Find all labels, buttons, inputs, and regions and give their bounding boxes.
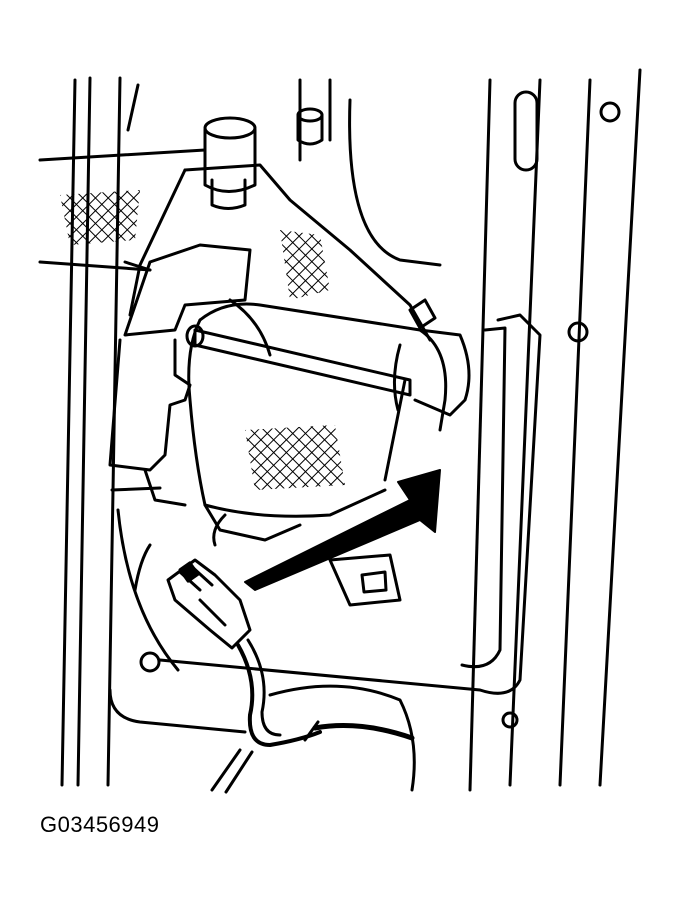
electrical-connector <box>133 513 252 650</box>
figure-id-label: G03456949 <box>40 812 160 837</box>
wire-harness <box>210 638 415 794</box>
diagram-illustration <box>38 68 642 794</box>
mounting-bracket <box>128 107 432 342</box>
pointer-arrow <box>244 469 441 591</box>
panel-frame <box>38 68 642 792</box>
motor-assembly <box>108 243 471 607</box>
